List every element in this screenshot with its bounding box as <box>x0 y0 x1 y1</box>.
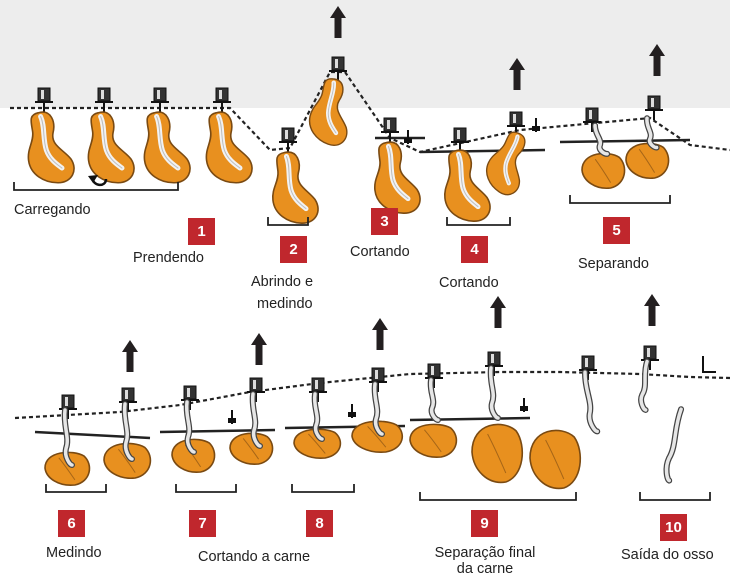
hook-icon <box>703 356 716 372</box>
meat-chunk <box>530 430 580 488</box>
label-separando: Separando <box>578 255 649 273</box>
meat-chunk <box>410 424 456 457</box>
step-badge-3: 3 <box>371 208 398 235</box>
hook-icon <box>583 108 601 132</box>
hook-icon <box>451 128 469 152</box>
meat-chunk <box>472 424 522 482</box>
label-cortando-3: Cortando <box>350 243 410 261</box>
label-carregando: Carregando <box>14 201 91 219</box>
step-badge-4: 4 <box>461 236 488 263</box>
label-abrindo-line2: medindo <box>257 295 313 313</box>
hook-icon <box>35 88 53 112</box>
knife-icon <box>348 404 356 418</box>
step-badge-9: 9 <box>471 510 498 537</box>
knife-icon <box>520 398 528 412</box>
group-bracket <box>420 492 576 500</box>
up-arrow-icon <box>251 333 267 365</box>
meat-piece <box>200 109 254 187</box>
hook-icon <box>181 386 199 410</box>
group-bracket <box>176 484 236 492</box>
step-badge-8: 8 <box>306 510 333 537</box>
hook-icon <box>425 364 443 388</box>
step-badge-10: 10 <box>660 514 687 541</box>
label-separacao-line2: da carne <box>425 562 545 577</box>
rail-bar <box>420 150 545 152</box>
label-medindo: Medindo <box>46 544 102 562</box>
group-bracket <box>292 484 354 492</box>
rail-bar <box>35 432 150 438</box>
meat-piece <box>370 140 421 217</box>
step-badge-6: 6 <box>58 510 85 537</box>
rail-bar <box>560 140 690 142</box>
meat-chunk <box>582 153 625 188</box>
up-arrow-icon <box>644 294 660 326</box>
label-separacao-line1: Separação final <box>425 546 545 561</box>
up-arrow-icon <box>372 318 388 350</box>
meat-piece <box>268 150 319 227</box>
meat-piece <box>440 148 491 225</box>
hook-icon <box>485 352 503 376</box>
bone <box>595 124 607 155</box>
label-cortando-a-carne: Cortando a carne <box>198 548 310 566</box>
hook-icon <box>119 388 137 412</box>
step-badge-7: 7 <box>189 510 216 537</box>
up-arrow-icon <box>490 296 506 328</box>
label-abrindo-line1: Abrindo e <box>251 273 313 291</box>
step-badge-5: 5 <box>603 217 630 244</box>
rail-bar <box>410 418 530 420</box>
knife-icon <box>228 410 236 424</box>
hook-icon <box>309 378 327 402</box>
group-bracket <box>640 492 710 500</box>
step-badge-1: 1 <box>188 218 215 245</box>
knife-icon <box>532 118 540 132</box>
hook-icon <box>247 378 265 402</box>
meat-piece <box>138 109 192 187</box>
up-arrow-icon <box>122 340 138 372</box>
meat-piece <box>82 109 136 187</box>
label-saida-do-osso: Saída do osso <box>621 546 714 564</box>
bone <box>638 361 654 410</box>
step-badge-2: 2 <box>280 236 307 263</box>
meat-piece <box>22 109 76 187</box>
bone <box>662 409 688 480</box>
group-bracket <box>570 195 670 203</box>
rotation-arrow-icon <box>88 175 98 183</box>
hook-icon <box>369 368 387 392</box>
bone <box>585 372 598 432</box>
label-cortando-4: Cortando <box>439 274 499 292</box>
meat-chunk <box>172 439 215 472</box>
meat-chunk <box>626 143 669 178</box>
rail-bar <box>160 430 275 432</box>
label-prendendo: Prendendo <box>133 249 204 267</box>
